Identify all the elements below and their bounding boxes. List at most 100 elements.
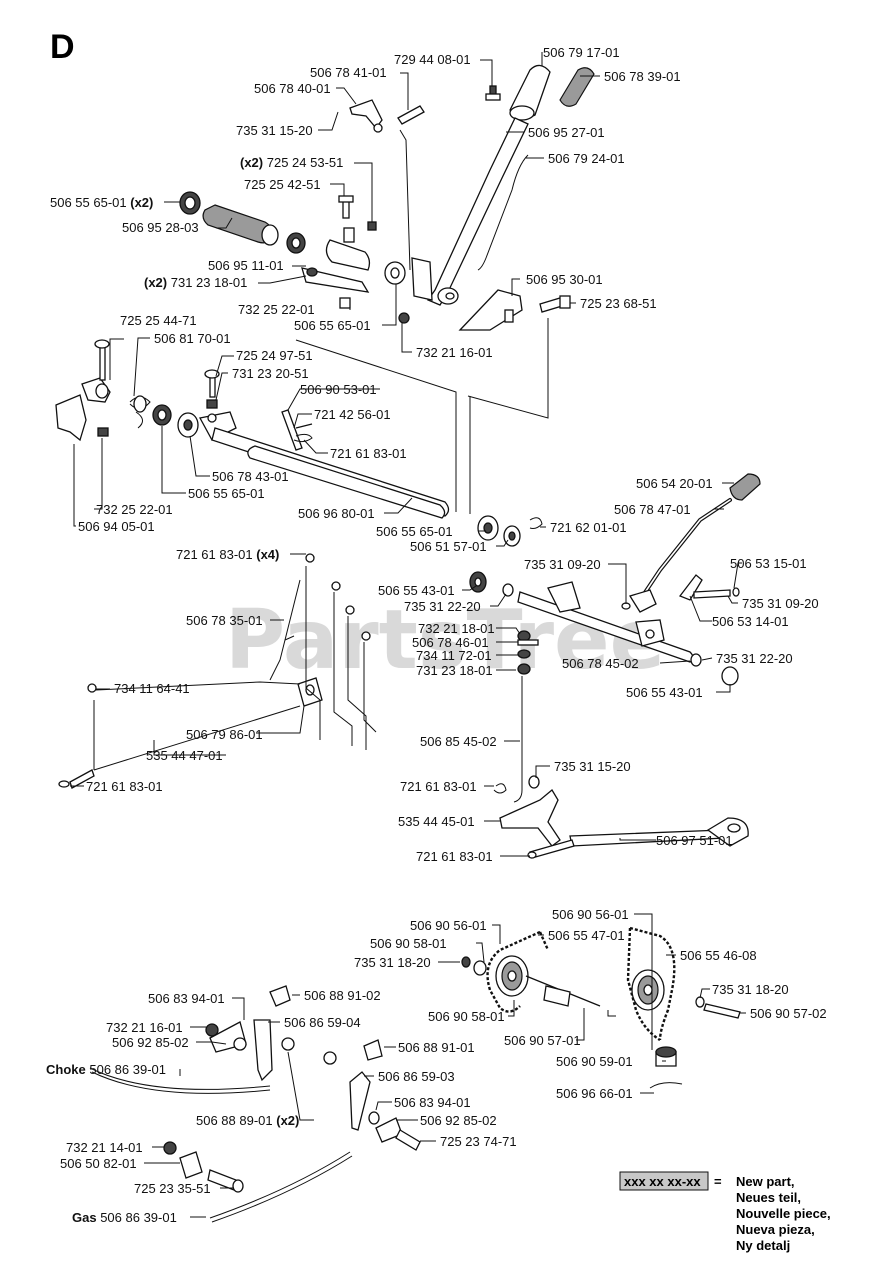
- pedal-plate-part: [458, 289, 523, 331]
- part-label: 506 79 24-01: [548, 151, 625, 166]
- part-label: 506 78 39-01: [604, 69, 681, 84]
- part-label: 731 23 20-51: [232, 366, 309, 381]
- part-label: 506 88 91-02: [304, 988, 381, 1003]
- svg-text:(x2) 725 24 53-51: (x2) 725 24 53-51: [240, 155, 343, 170]
- part-label: 735 31 09-20: [524, 557, 601, 572]
- part-label: 506 51 57-01: [410, 539, 487, 554]
- part-label: 506 92 85-02: [420, 1113, 497, 1128]
- part-label: 506 90 56-01: [410, 918, 487, 933]
- part-label: 506 78 35-01: [186, 613, 263, 628]
- part-label: 535 44 47-01: [146, 748, 223, 763]
- part-label: 506 95 30-01: [526, 272, 603, 287]
- section-letter: D: [50, 28, 75, 66]
- legend-line: Nueva pieza,: [736, 1222, 815, 1237]
- svg-text:721 61 83-01 (x4): 721 61 83-01 (x4): [176, 547, 279, 562]
- part-label: 506 90 53-01: [300, 382, 377, 397]
- part-label: 506 95 28-03: [122, 220, 199, 235]
- part-label: 506 95 11-01: [208, 258, 284, 273]
- lever-assembly: [349, 64, 595, 331]
- bushing-assembly: [477, 515, 543, 547]
- part-label: 725 25 44-71: [120, 313, 197, 328]
- grip-part: [509, 64, 551, 121]
- part-label: 506 85 45-02: [420, 734, 497, 749]
- part-label: 732 25 22-01: [96, 502, 173, 517]
- part-label: 732 25 22-01: [238, 302, 315, 317]
- tube-assembly: [179, 191, 377, 309]
- svg-text:506 88 89-01 (x2): 506 88 89-01 (x2): [196, 1113, 299, 1128]
- part-label: 506 55 47-01: [548, 928, 625, 943]
- part-label: 721 61 83-01: [400, 779, 477, 794]
- part-label: 506 86 39-01: [100, 1210, 177, 1225]
- svg-text:Choke 506 86 39-01: Choke 506 86 39-01: [46, 1062, 166, 1077]
- rod-linkage-assembly: [58, 553, 371, 789]
- part-label: 731 23 18-01: [416, 663, 493, 678]
- svg-text:(x2) 731 23 18-01: (x2) 731 23 18-01: [144, 275, 247, 290]
- part-label: 725 25 42-51: [244, 177, 321, 192]
- part-label: 506 55 65-01: [376, 524, 453, 539]
- part-label: 506 90 57-01: [504, 1033, 581, 1048]
- part-label: 721 42 56-01: [314, 407, 391, 422]
- svg-text:506 55 65-01 (x2): 506 55 65-01 (x2): [50, 195, 153, 210]
- part-label: 506 95 27-01: [528, 125, 605, 140]
- part-label: 506 86 39-01: [89, 1062, 166, 1077]
- part-label: 506 78 45-02: [562, 656, 639, 671]
- part-label: 506 55 65-01: [50, 195, 127, 210]
- legend-line: Neues teil,: [736, 1190, 801, 1205]
- part-label: 735 31 22-20: [404, 599, 481, 614]
- part-label: 506 90 59-01: [556, 1054, 633, 1069]
- lever-arm-part: [427, 117, 529, 306]
- part-label: 506 78 43-01: [212, 469, 289, 484]
- part-label: 734 11 64-41: [114, 681, 190, 696]
- part-label: 506 53 14-01: [712, 614, 789, 629]
- legend: xxx xx xx-xx = New part, Neues teil, Nou…: [619, 1171, 831, 1253]
- part-label: 725 23 68-51: [580, 296, 657, 311]
- part-label: 735 31 18-20: [354, 955, 431, 970]
- legend-line: Nouvelle piece,: [736, 1206, 831, 1221]
- part-label: 506 78 40-01: [254, 81, 331, 96]
- part-label: 506 81 70-01: [154, 331, 231, 346]
- part-label: 725 23 74-71: [440, 1134, 517, 1149]
- lever-rod-part: [477, 154, 529, 271]
- watermark: PartsTree: [225, 593, 665, 688]
- part-label: 506 90 58-01: [428, 1009, 505, 1024]
- part-label: 721 62 01-01: [550, 520, 627, 535]
- chain-pulley-assembly: [461, 926, 741, 1089]
- part-label: 506 79 17-01: [543, 45, 620, 60]
- leader-lines: [70, 52, 746, 1218]
- legend-swatch: [619, 1171, 709, 1191]
- part-label: 725 23 35-51: [134, 1181, 211, 1196]
- part-label: 734 11 72-01: [416, 648, 492, 663]
- qty-qualifier: (x4): [256, 547, 279, 562]
- part-label: 506 55 46-08: [680, 948, 757, 963]
- gas-qualifier: Gas: [72, 1210, 97, 1225]
- part-label: 735 31 22-20: [716, 651, 793, 666]
- part-label: 506 53 15-01: [730, 556, 807, 571]
- part-label: 506 78 41-01: [310, 65, 387, 80]
- part-label: 721 61 83-01: [86, 779, 163, 794]
- part-label: 721 61 83-01: [416, 849, 493, 864]
- lever-knob-part: [559, 67, 595, 107]
- qty-qualifier: (x2): [130, 195, 153, 210]
- part-label: 731 23 18-01: [171, 275, 248, 290]
- legend-line: Ny detalj: [736, 1238, 790, 1253]
- part-label: 506 92 85-02: [112, 1035, 189, 1050]
- qty-qualifier: (x2): [276, 1113, 299, 1128]
- part-label: 506 55 65-01: [188, 486, 265, 501]
- part-label: 506 50 82-01: [60, 1156, 137, 1171]
- part-label: 506 55 43-01: [626, 685, 703, 700]
- legend-swatch-text: xxx xx xx-xx: [624, 1174, 701, 1189]
- throttle-lever-assembly: [621, 473, 761, 613]
- part-label: 506 83 94-01: [148, 991, 225, 1006]
- part-label: 732 21 16-01: [106, 1020, 183, 1035]
- lower-link-assembly: [493, 676, 749, 859]
- part-label: 735 31 09-20: [742, 596, 819, 611]
- linkage-assembly: [55, 339, 450, 519]
- part-label: 506 55 43-01: [378, 583, 455, 598]
- svg-text:Gas 506 86 39-01: Gas 506 86 39-01: [72, 1210, 177, 1225]
- part-label: 535 44 45-01: [398, 814, 475, 829]
- part-label: 721 61 83-01: [176, 547, 253, 562]
- part-label: 506 88 89-01: [196, 1113, 273, 1128]
- qty-qualifier: (x2): [240, 155, 263, 170]
- part-label: 506 88 91-01: [398, 1040, 475, 1055]
